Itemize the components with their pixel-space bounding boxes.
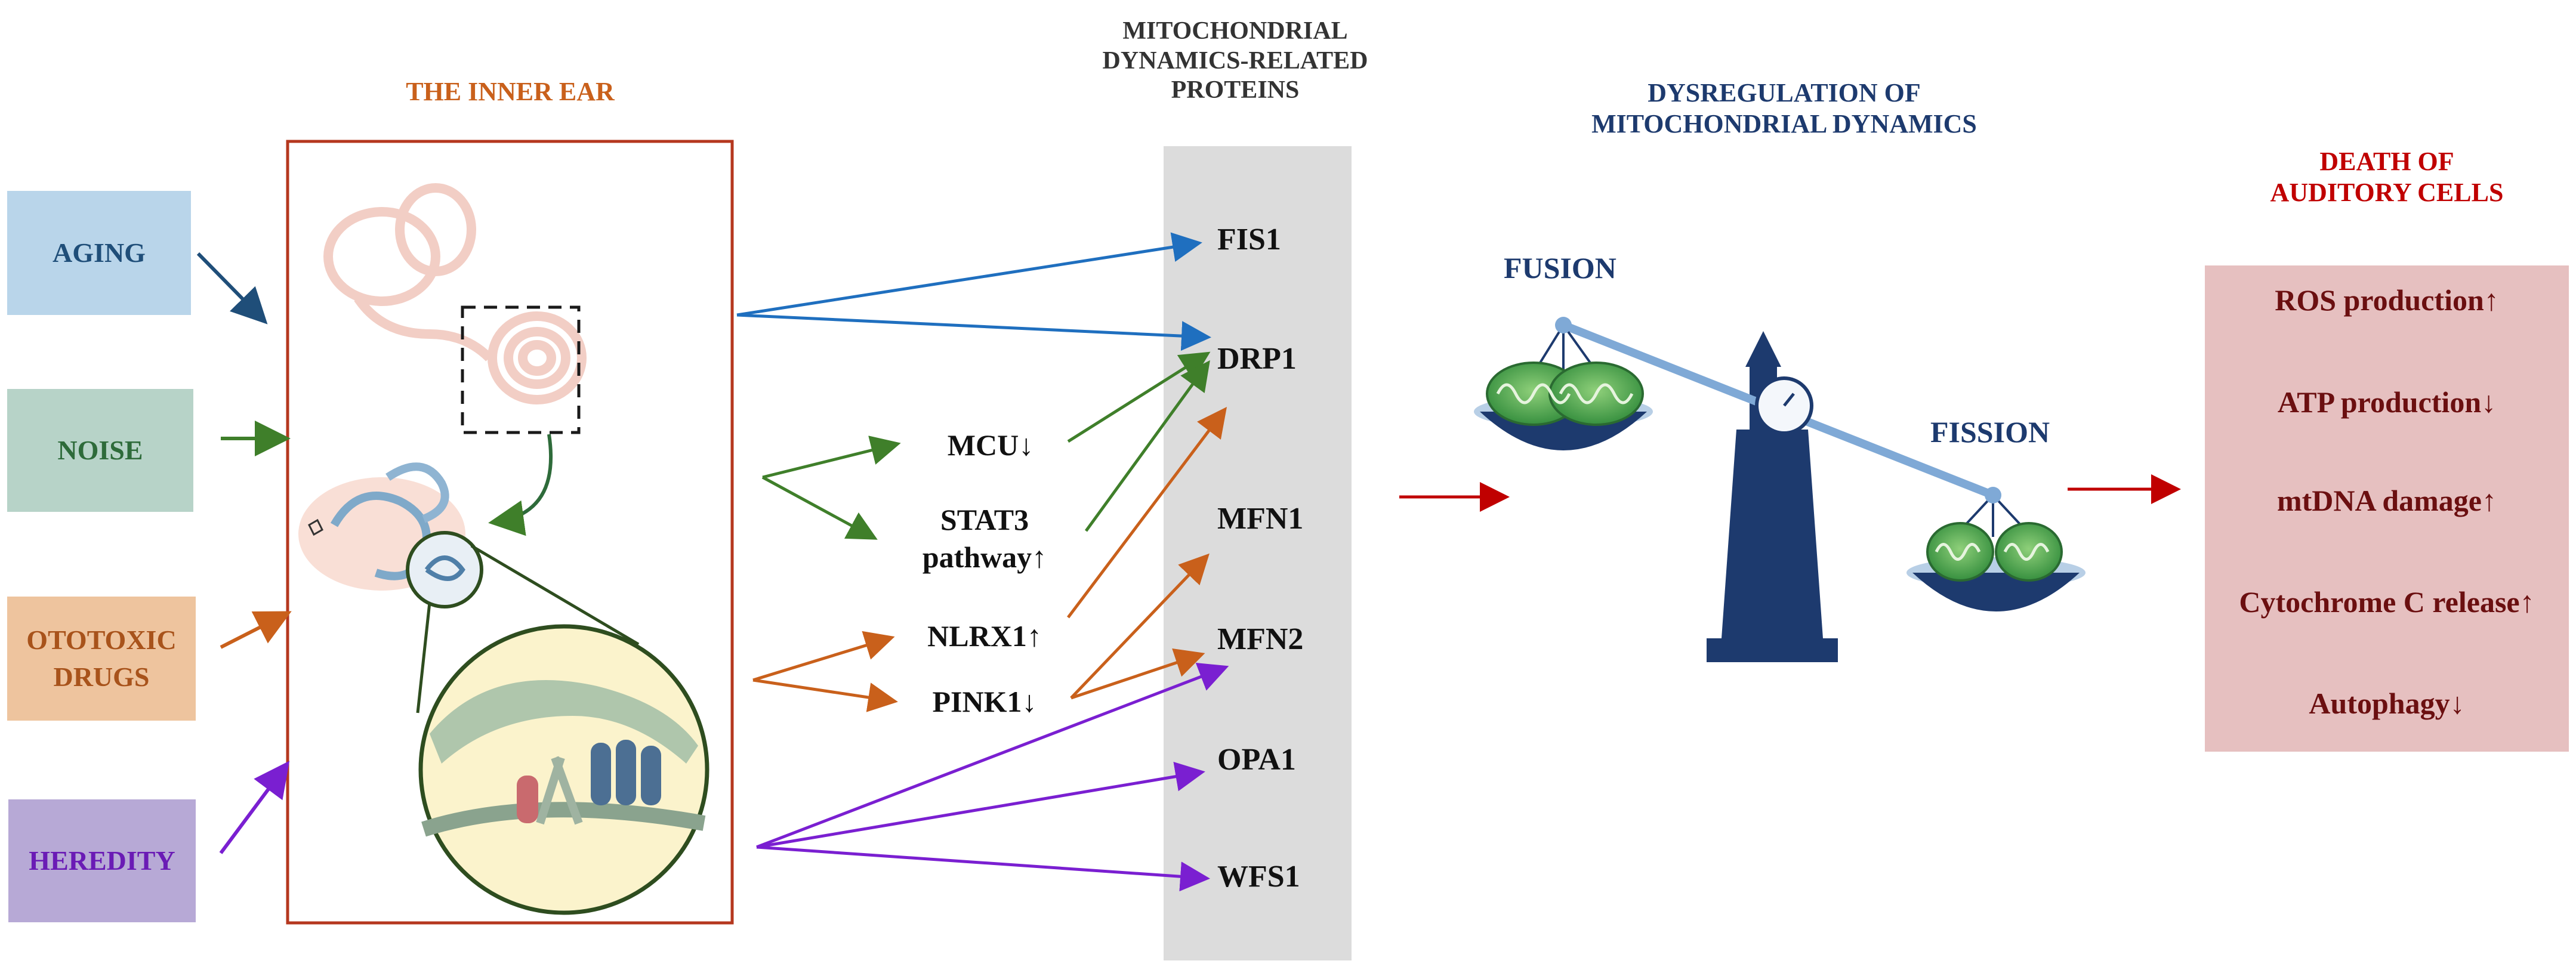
outcome-box	[2205, 265, 2569, 752]
mediator-nlrx1: NLRX1↑	[927, 619, 1042, 653]
aging-drp1-arrow	[736, 313, 1211, 351]
mediator-mcu: MCU↓	[947, 428, 1034, 462]
heredity-arrow	[219, 761, 290, 854]
protein-opa1: OPA1	[1217, 743, 1296, 777]
cause-heredity-label: HEREDITY	[29, 845, 175, 876]
mediator-stat3-line1: STAT3	[940, 503, 1029, 536]
dysregulation-heading-line1: DYSREGULATION OF	[1648, 78, 1921, 107]
proteins-heading-line3: PROTEINS	[1171, 76, 1300, 104]
cause-aging: AGING	[7, 191, 191, 315]
cause-drugs-label-line1: OTOTOXIC	[26, 624, 177, 655]
protein-column	[1164, 146, 1352, 960]
protein-mfn2: MFN2	[1217, 622, 1304, 656]
death-heading: DEATH OF AUDITORY CELLS	[2196, 146, 2576, 208]
aging-fis1-arrow	[736, 232, 1202, 317]
mitochondrion-icon	[1486, 362, 1644, 426]
proteins-heading: MITOCHONDRIAL DYNAMICS-RELATED PROTEINS	[1038, 17, 1432, 106]
mediator-stat3-line2: pathway↑	[922, 540, 1047, 574]
dysregulation-heading: DYSREGULATION OF MITOCHONDRIAL DYNAMICS	[1540, 78, 2029, 140]
cause-drugs-label-line2: DRUGS	[53, 662, 150, 692]
protein-fis1: FIS1	[1217, 223, 1281, 257]
mediator-pink1: PINK1↓	[932, 685, 1037, 718]
outcome-cytochrome-c: Cytochrome C release↑	[2239, 585, 2535, 619]
inner-ear-heading: THE INNER EAR	[406, 77, 615, 106]
death-heading-line1: DEATH OF	[2319, 147, 2454, 176]
cause-ototoxic-drugs: OTOTOXIC DRUGS	[7, 597, 196, 721]
fusion-label: FUSION	[1504, 251, 1616, 285]
proteins-heading-line2: DYNAMICS-RELATED	[1102, 47, 1368, 75]
zoom-circle-icon	[406, 531, 483, 608]
mitochondrion-icon	[1926, 522, 2063, 582]
drugs-arrow	[220, 611, 292, 649]
protein-drp1: DRP1	[1217, 342, 1297, 376]
outcome-mtdna: mtDNA damage↑	[2276, 484, 2497, 517]
death-heading-line2: AUDITORY CELLS	[2270, 177, 2504, 207]
outcome-atp: ATP production↓	[2277, 385, 2497, 419]
balance-scale-icon	[1474, 317, 2086, 662]
organ-of-corti-icon	[418, 624, 709, 915]
dysregulation-heading-line2: MITOCHONDRIAL DYNAMICS	[1591, 109, 1977, 138]
cause-heredity: HEREDITY	[8, 799, 196, 922]
aging-arrow	[196, 252, 268, 325]
cause-aging-label: AGING	[53, 237, 146, 268]
outcome-ros: ROS production↑	[2275, 283, 2499, 317]
outcome-autophagy: Autophagy↓	[2309, 687, 2465, 720]
proteins-heading-line1: MITOCHONDRIAL	[1122, 17, 1348, 45]
cause-noise-label: NOISE	[57, 434, 143, 465]
mediator-stat3: STAT3 pathway↑	[901, 501, 1068, 576]
cause-noise: NOISE	[7, 389, 193, 512]
fission-label: FISSION	[1930, 415, 2050, 449]
zoom-dashed-box	[461, 305, 581, 434]
protein-wfs1: WFS1	[1217, 860, 1300, 894]
zoom-arrow	[488, 434, 553, 536]
cochlea-icon	[323, 183, 587, 404]
protein-mfn1: MFN1	[1217, 502, 1304, 536]
